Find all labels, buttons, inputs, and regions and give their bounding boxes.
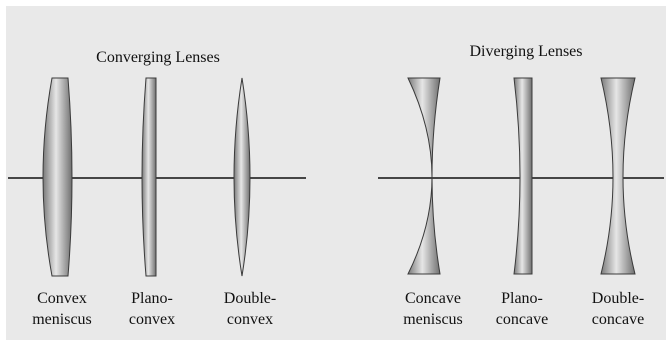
concave-meniscus-label-line2: meniscus [403, 311, 463, 328]
double-convex-lens [233, 77, 251, 277]
concave-meniscus-label: Concave [405, 290, 461, 307]
double-concave-label: Double- [592, 290, 644, 307]
plano-concave-label: Plano- [501, 290, 543, 307]
double-concave-label-line2: concave [592, 311, 644, 328]
concave-meniscus-lens [407, 77, 441, 275]
double-convex-label-line2: convex [227, 311, 273, 328]
plano-concave-lens [513, 77, 533, 275]
double-convex-label: Double- [224, 290, 276, 307]
double-concave-lens [600, 77, 636, 275]
diagram-background [6, 6, 666, 340]
plano-convex-label-line2: convex [129, 311, 175, 328]
converging-title: Converging Lenses [96, 49, 220, 66]
diverging-title: Diverging Lenses [469, 43, 582, 60]
plano-convex-lens [141, 77, 157, 277]
plano-convex-label: Plano- [131, 290, 173, 307]
convex-meniscus-label: Convex [37, 290, 87, 307]
convex-meniscus-label-line2: meniscus [32, 311, 92, 328]
convex-meniscus-lens [42, 77, 73, 277]
plano-concave-label-line2: concave [496, 311, 548, 328]
